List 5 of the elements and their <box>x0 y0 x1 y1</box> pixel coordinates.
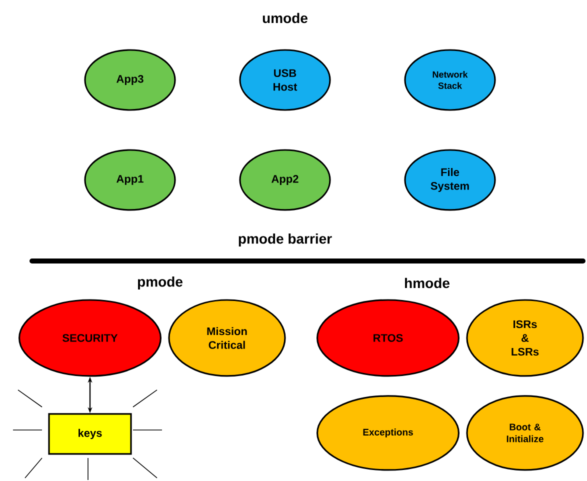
heading: pmode barrier <box>238 233 332 246</box>
heading: hmode <box>405 278 450 288</box>
key-box: keys <box>48 413 132 455</box>
heading: pmode <box>138 276 182 290</box>
heading: umode <box>262 12 308 24</box>
